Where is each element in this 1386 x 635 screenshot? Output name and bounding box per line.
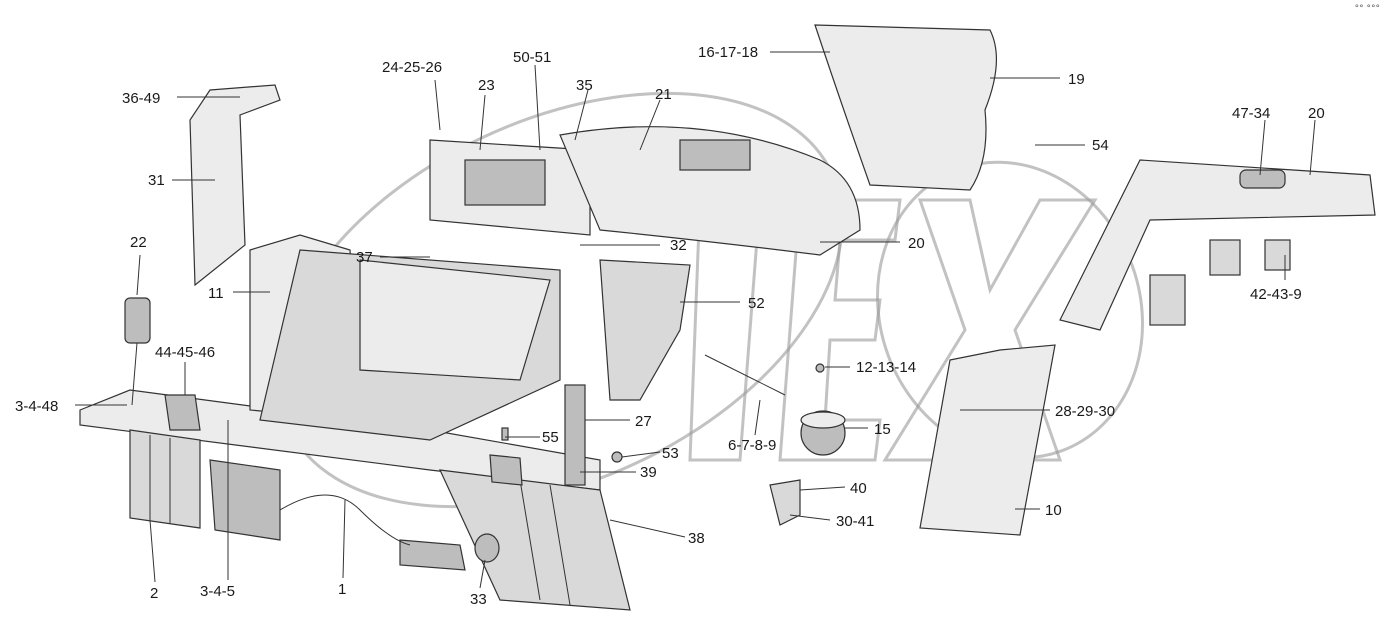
callout-32: 32 (670, 237, 687, 254)
callout-31: 31 (148, 172, 165, 189)
callout-21: 21 (655, 86, 672, 103)
callout-12-13-14: 12-13-14 (856, 359, 916, 376)
callout-53: 53 (662, 445, 679, 462)
callout-33: 33 (470, 591, 487, 608)
callout-16-17-18: 16-17-18 (698, 44, 758, 61)
callout-42-43-9: 42-43-9 (1250, 286, 1302, 303)
callout-54: 54 (1092, 137, 1109, 154)
callout-labels: 36-49 24-25-26 23 50-51 35 16-17-18 21 1… (15, 44, 1325, 608)
callout-27: 27 (635, 413, 652, 430)
callout-28-29-30: 28-29-30 (1055, 403, 1115, 420)
callout-1: 1 (338, 581, 346, 598)
callout-3-4-48: 3-4-48 (15, 398, 58, 415)
callout-20-right: 20 (1308, 105, 1325, 122)
callout-50-51: 50-51 (513, 49, 551, 66)
callout-24-25-26: 24-25-26 (382, 59, 442, 76)
callout-6-7-8-9: 6-7-8-9 (728, 437, 776, 454)
callout-22: 22 (130, 234, 147, 251)
corner-mark: °° °°° (1354, 4, 1380, 14)
callout-35: 35 (576, 77, 593, 94)
callout-40: 40 (850, 480, 867, 497)
callout-38: 38 (688, 530, 705, 547)
callout-39: 39 (640, 464, 657, 481)
callout-47-34: 47-34 (1232, 105, 1270, 122)
callout-20-center: 20 (908, 235, 925, 252)
callout-15: 15 (874, 421, 891, 438)
callout-3-4-5: 3-4-5 (200, 583, 235, 600)
cabin-floor-assembly (79, 24, 1376, 611)
callout-23: 23 (478, 77, 495, 94)
callout-2: 2 (150, 585, 158, 602)
callout-30-41: 30-41 (836, 513, 874, 530)
callout-11: 11 (208, 285, 224, 302)
callout-55: 55 (542, 429, 559, 446)
callout-52: 52 (748, 295, 765, 312)
callout-36-49: 36-49 (122, 90, 160, 107)
callout-37: 37 (356, 249, 373, 266)
callout-19: 19 (1068, 71, 1085, 88)
callout-10: 10 (1045, 502, 1062, 519)
callout-44-45-46: 44-45-46 (155, 344, 215, 361)
leader-lines (75, 51, 1316, 589)
